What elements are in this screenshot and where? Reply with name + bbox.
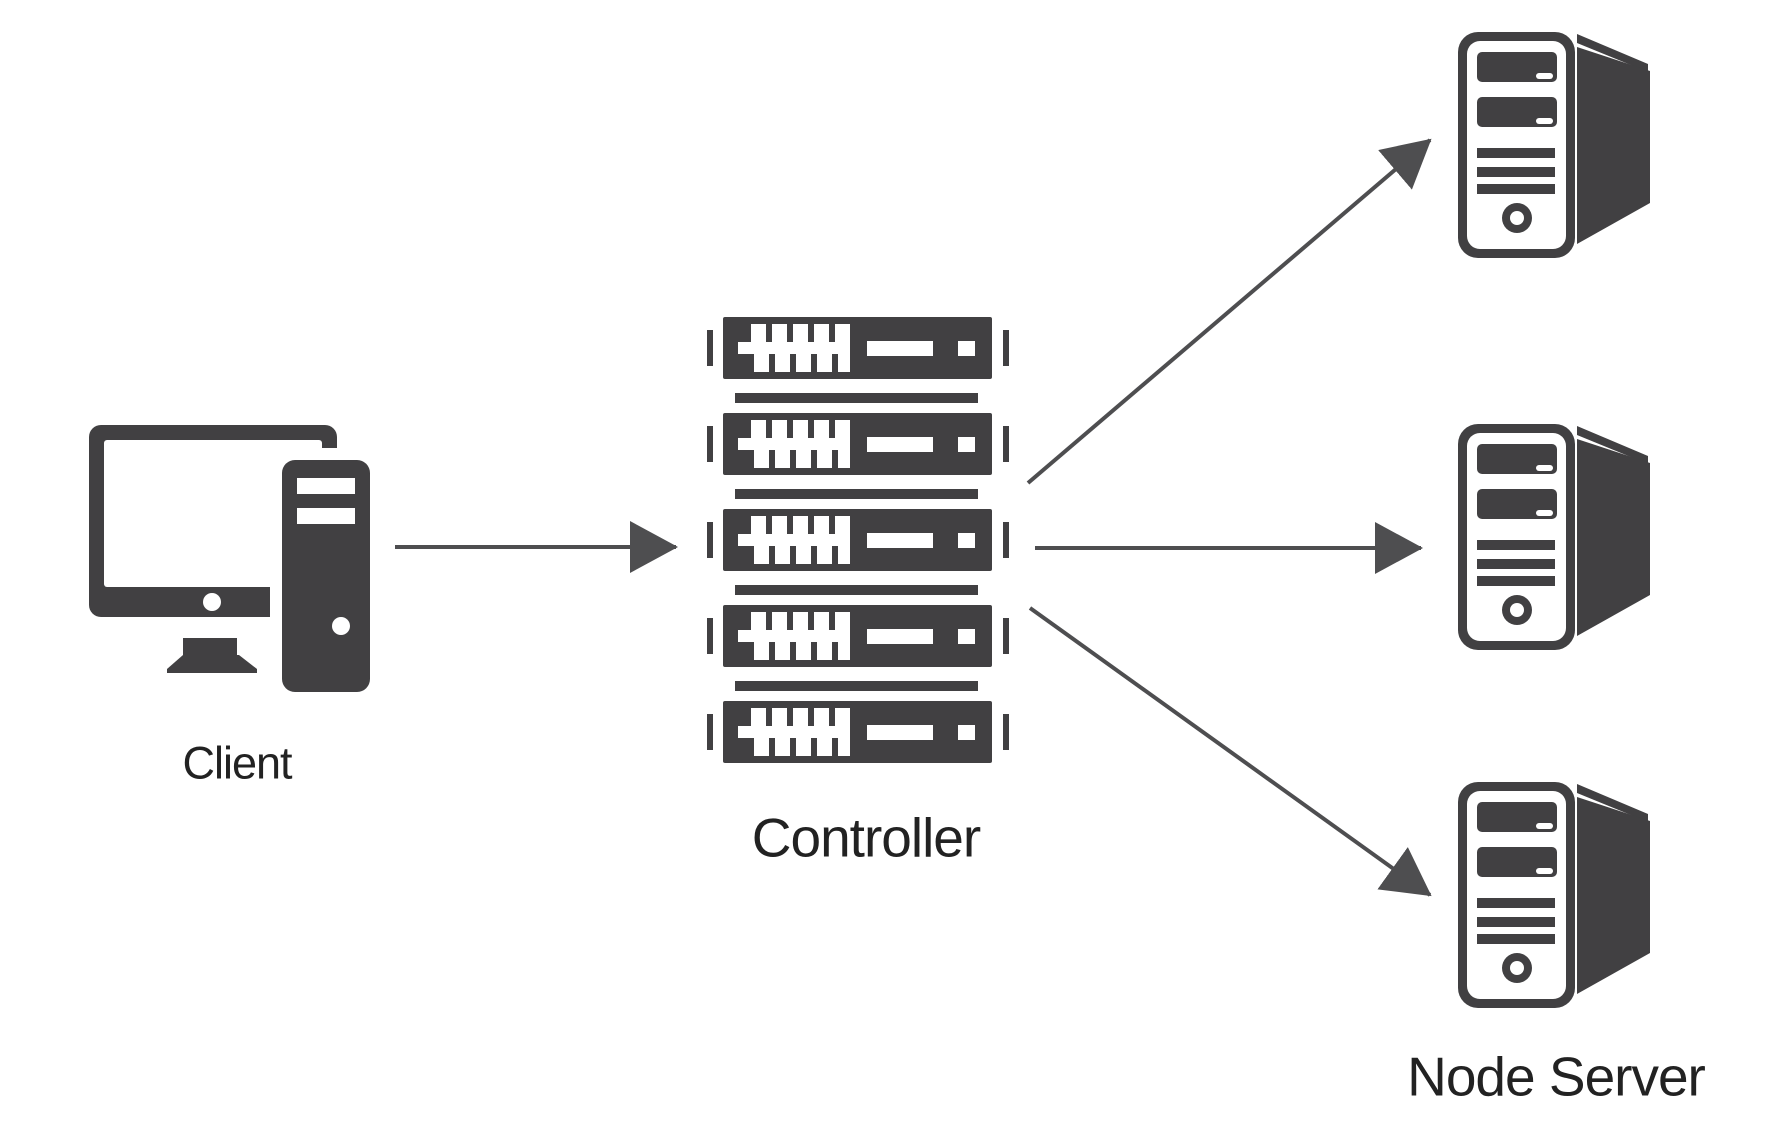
- node-server-label: Node Server: [1407, 1045, 1706, 1108]
- controller-label: Controller: [751, 806, 981, 869]
- rack-shelf: [735, 393, 978, 403]
- rack-shelf: [735, 585, 978, 595]
- controller-rack-icon: [707, 317, 1009, 763]
- client-tower: [282, 460, 370, 692]
- monitor-stand: [167, 638, 257, 673]
- arrow-controller-to-node-bottom: [1028, 606, 1432, 897]
- client-desktop-icon: [89, 425, 377, 704]
- rack-shelf: [735, 681, 978, 691]
- arrow-controller-to-node-top: [1026, 138, 1432, 485]
- rack-shelf: [735, 489, 978, 499]
- client-label: Client: [182, 737, 292, 789]
